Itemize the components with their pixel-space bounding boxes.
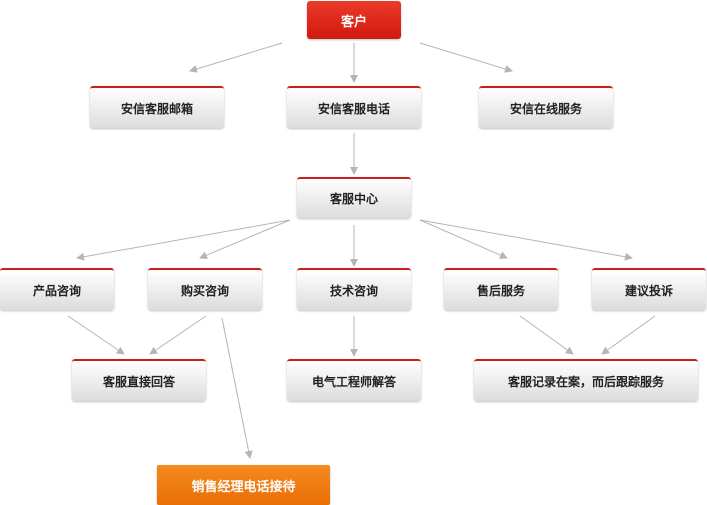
arrow-customer-online (419, 42, 513, 73)
arrow-purchase-sales (221, 317, 253, 459)
node-direct-reply[interactable]: 客服直接回答 (72, 359, 206, 401)
node-center[interactable]: 客服中心 (297, 177, 411, 218)
arrow-center-aftersale (419, 219, 508, 259)
arrow-center-complaint (419, 219, 633, 261)
node-tech[interactable]: 技术咨询 (297, 268, 411, 310)
node-online[interactable]: 安信在线服务 (479, 86, 613, 128)
node-customer[interactable]: 客户 (307, 1, 401, 39)
node-aftersale[interactable]: 售后服务 (444, 268, 558, 310)
node-sales-manager[interactable]: 销售经理电话接待 (157, 465, 330, 505)
arrow-aftersale-record (519, 315, 574, 355)
node-email[interactable]: 安信客服邮箱 (90, 86, 224, 128)
node-record[interactable]: 客服记录在案，而后跟踪服务 (474, 359, 698, 401)
arrow-complaint-record (601, 315, 656, 355)
node-product[interactable]: 产品咨询 (0, 268, 114, 310)
arrow-customer-email (189, 42, 283, 73)
arrow-center-purchase (199, 219, 291, 259)
arrow-purchase-direct (149, 315, 207, 355)
node-phone[interactable]: 安信客服电话 (287, 86, 421, 128)
node-complaint[interactable]: 建议投诉 (592, 268, 706, 310)
node-purchase[interactable]: 购买咨询 (148, 268, 262, 310)
node-engineer[interactable]: 电气工程师解答 (287, 359, 421, 401)
arrow-center-product (76, 219, 291, 261)
arrow-product-direct (67, 315, 125, 355)
